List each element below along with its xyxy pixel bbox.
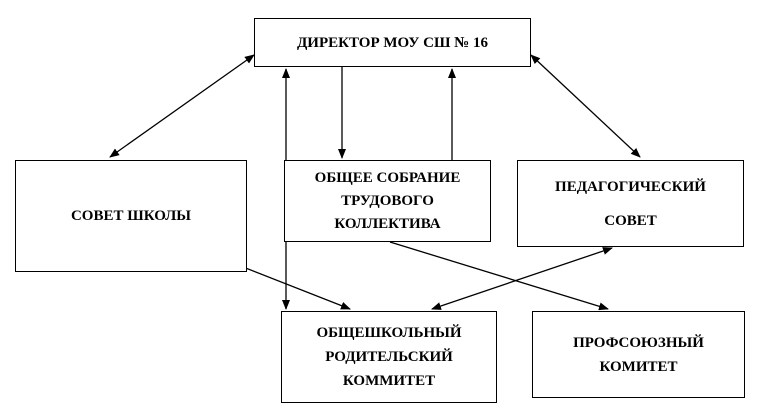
pedagogical-council-label-line-2: СОВЕТ <box>604 212 657 229</box>
connector-director-council <box>109 54 255 158</box>
school-council-box: СОВЕТ ШКОЛЫ <box>15 160 247 272</box>
connector-director-pedsov <box>530 54 641 158</box>
connector-assembly-union <box>389 241 609 311</box>
director-box: ДИРЕКТОР МОУ СШ № 16 <box>254 18 531 67</box>
general-assembly-label-line-3: КОЛЛЕКТИВА <box>334 215 441 232</box>
pedagogical-council-label-line-1: ПЕДАГОГИЧЕСКИЙ <box>555 178 706 195</box>
parents-committee-label-line-2: РОДИТЕЛЬСКИЙ <box>325 349 453 365</box>
parents-committee-label-line-3: КОММИТЕТ <box>342 373 436 389</box>
general-assembly-label-line-2: ТРУДОВОГО <box>341 192 434 209</box>
director-label: ДИРЕКТОР МОУ СШ № 16 <box>296 34 489 51</box>
parents-committee-box: ОБЩЕШКОЛЬНЫЙ РОДИТЕЛЬСКИЙ КОММИТЕТ <box>281 311 497 403</box>
pedagogical-council-box: ПЕДАГОГИЧЕСКИЙ СОВЕТ <box>517 160 744 247</box>
parents-committee-label-line-1: ОБЩЕШКОЛЬНЫЙ <box>316 325 462 341</box>
trade-union-committee-label-line-1: ПРОФСОЮЗНЫЙ <box>573 334 704 351</box>
general-assembly-box: ОБЩЕЕ СОБРАНИЕ ТРУДОВОГО КОЛЛЕКТИВА <box>284 160 491 242</box>
trade-union-committee-label-line-2: КОМИТЕТ <box>599 358 678 375</box>
trade-union-committee-box: ПРОФСОЮЗНЫЙ КОМИТЕТ <box>532 311 745 398</box>
general-assembly-label-line-1: ОБЩЕЕ СОБРАНИЕ <box>314 169 461 186</box>
connector-pedsov-parents <box>431 247 613 310</box>
school-council-label: СОВЕТ ШКОЛЫ <box>70 208 192 224</box>
